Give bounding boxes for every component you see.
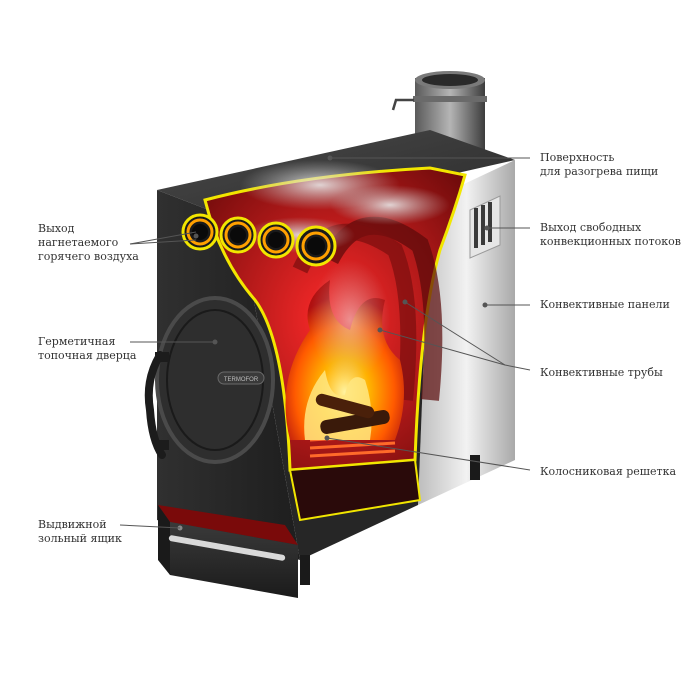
label-line: для разогрева пищи (540, 165, 659, 178)
label-line: горячего воздуха (38, 250, 139, 263)
label-line: Выход свободных (540, 221, 642, 234)
label-line: Выдвижной (38, 518, 107, 531)
label-convection-outlet: Выход свободных конвекционных потоков (540, 221, 681, 249)
label-sealed-door: Герметичная топочная дверца (38, 335, 136, 363)
label-cooking-surface: Поверхность для разогрева пищи (540, 151, 658, 179)
label-line: Выход (38, 222, 75, 235)
label-line: топочная дверца (38, 349, 137, 362)
label-line: нагнетаемого (38, 236, 119, 249)
label-line: Колосниковая решетка (540, 465, 677, 478)
label-line: зольный ящик (38, 532, 122, 545)
label-convection-panels: Конвективные панели (540, 298, 670, 312)
label-grate: Колосниковая решетка (540, 465, 676, 479)
convection-vents (474, 202, 492, 248)
label-line: Поверхность (540, 151, 615, 164)
label-convection-pipes: Конвективные трубы (540, 366, 663, 380)
label-hot-air-outlet: Выход нагнетаемого горячего воздуха (38, 222, 139, 264)
leader-lines (119, 155, 531, 529)
brand-logo: TERMOFOR (224, 377, 259, 383)
sealed-door: TERMOFOR (144, 296, 275, 464)
label-line: Герметичная (38, 335, 116, 348)
label-line: Конвективные трубы (540, 366, 663, 379)
label-line: Конвективные панели (540, 298, 670, 311)
ash-drawer (158, 505, 298, 598)
label-line: конвекционных потоков (540, 235, 681, 248)
label-ash-drawer: Выдвижной зольный ящик (38, 518, 122, 546)
